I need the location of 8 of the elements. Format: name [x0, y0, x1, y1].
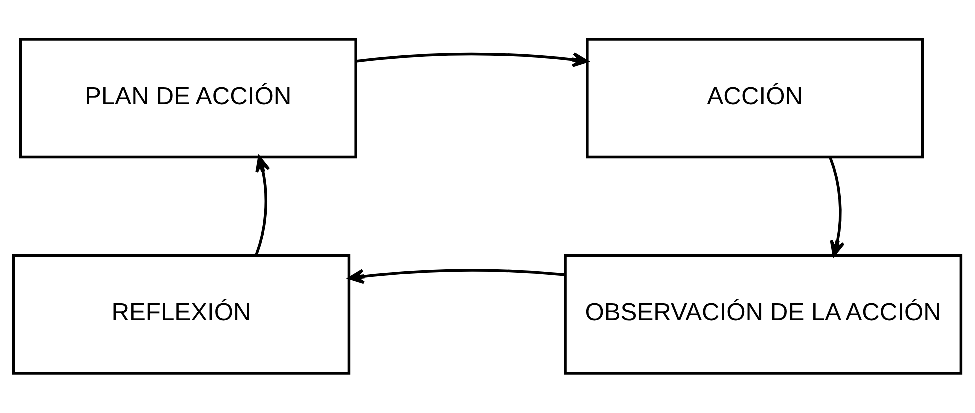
node-box: OBSERVACIÓN DE LA ACCIÓN — [564, 254, 963, 375]
arrow — [255, 156, 270, 256]
node-box: REFLEXIÓN — [12, 254, 351, 375]
node-box: ACCIÓN — [586, 38, 924, 159]
arrow — [348, 269, 566, 284]
node-box: PLAN DE ACCIÓN — [19, 38, 358, 159]
arrow — [356, 52, 589, 68]
arrow — [829, 157, 845, 257]
